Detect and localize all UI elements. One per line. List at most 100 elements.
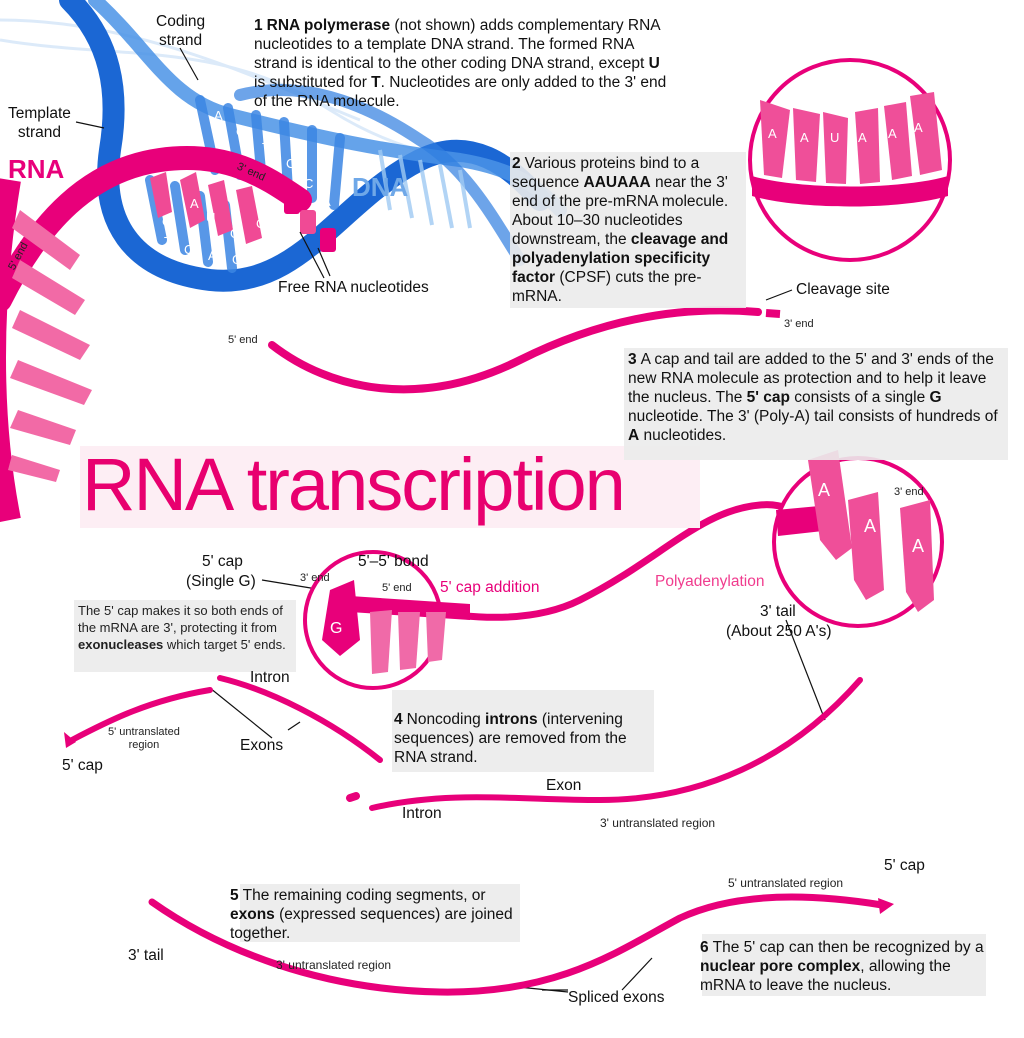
intron-top-label: Intron — [250, 669, 290, 686]
tail-letter: A — [864, 516, 877, 536]
single-g-label: (Single G) — [186, 573, 256, 590]
step-2-box — [510, 152, 746, 308]
step-text-run: consists of a single — [789, 389, 930, 406]
zoom-letter: A — [768, 126, 777, 141]
cap-addition-label: 5' cap addition — [440, 579, 540, 596]
free-nucleotides-label: Free RNA nucleotides — [278, 279, 429, 296]
step-4-box — [392, 690, 654, 772]
polyadenylation-label: Polyadenylation — [655, 573, 765, 590]
dna-letter: A — [208, 248, 217, 263]
dna-letter: A — [190, 196, 199, 211]
about-250-label: (About 250 A's) — [726, 623, 832, 640]
step-bold-term: exons — [230, 906, 275, 923]
coding-strand-label: Coding strand — [156, 13, 206, 49]
utr-3-bottom-label: 3' untranslated region — [276, 958, 392, 972]
dna-letter: G — [232, 252, 243, 267]
step-text-run: near the 3' end of the pre-mRNA molecule… — [512, 174, 729, 248]
dna-letter: C — [304, 176, 314, 191]
five-end-cap-label: 5' end — [382, 582, 412, 594]
step-bold-term: AAUAAA — [583, 174, 651, 191]
coding-strand-shape — [59, 0, 551, 292]
three-end-tail-label: 3' end — [894, 486, 924, 498]
intron-strands — [64, 675, 863, 811]
zoom-letter: A — [858, 130, 867, 145]
dna-letter: G — [230, 226, 241, 241]
step-bold-term: introns — [485, 711, 538, 728]
three-end-cap-label: 3' end — [300, 572, 330, 584]
step-text-run: The remaining coding segments, or — [242, 887, 486, 904]
step-6-box — [702, 934, 986, 996]
exons-label: Exons — [240, 737, 284, 754]
zoom-letter: U — [830, 130, 840, 145]
dna-letter: G — [162, 214, 173, 229]
utr-3-mid-label: 3' untranslated region — [600, 816, 716, 830]
step-bold-term: RNA polymerase — [266, 17, 391, 34]
step-bold-term: cleavage and polyadenylation specificity… — [512, 231, 729, 286]
step-text-run: . Nucleotides are only added to the 3' e… — [254, 74, 667, 110]
step-text-run: The 5' cap can then be recognized by a — [712, 939, 984, 956]
zoom-letter: A — [914, 120, 923, 135]
step-bold-term: 5' cap — [746, 389, 790, 406]
five-end-strand-label: 5' end — [228, 334, 258, 346]
step-text-run: Noncoding — [406, 711, 486, 728]
step-bold-term: nuclear pore complex — [700, 958, 861, 975]
intron-bottom-label: Intron — [402, 805, 442, 822]
step-bold-term: U — [648, 55, 660, 72]
pre-mrna-strand — [268, 306, 781, 394]
three-tail-bottom-label: 3' tail — [128, 947, 164, 964]
step-3-box — [624, 348, 1008, 460]
step-bold-term: T — [371, 74, 381, 91]
spliced-mrna-strand — [148, 893, 894, 996]
dna-letter: G — [236, 124, 247, 139]
dna-letter: T — [164, 234, 172, 249]
five-cap-bottom-label: 5' cap — [884, 857, 925, 874]
rna-strand-left — [0, 146, 336, 522]
zoom-circle-tail — [772, 450, 944, 628]
dna-letter: A — [322, 194, 331, 209]
zoom-circle-aauaaa — [748, 58, 952, 262]
step-text-run: A cap and tail are added to the 5' and 3… — [628, 351, 994, 406]
exon-right-label: Exon — [546, 777, 582, 794]
cap-g-letter: G — [330, 620, 343, 637]
dna-letter: C — [256, 216, 266, 231]
cleavage-site-label: Cleavage site — [796, 281, 890, 298]
step-number: 4 — [394, 711, 403, 728]
step-number: 3 — [628, 351, 637, 368]
dna-letter: C — [286, 156, 296, 171]
dna-double-helix — [59, 0, 567, 292]
five-cap-label: 5' cap — [202, 553, 243, 570]
dna-letter: C — [184, 242, 194, 257]
zoom-letter: A — [800, 130, 809, 145]
step-text-run: , allowing the mRNA to leave the nucleus… — [700, 958, 951, 994]
cap-note-box — [74, 600, 296, 672]
zoom-circle-cap — [303, 550, 470, 690]
rna-label: RNA — [8, 154, 65, 184]
cap-note-text: The 5' cap makes it so both ends of the … — [78, 603, 286, 652]
step-number: 6 — [700, 939, 709, 956]
spliced-exons-label: Spliced exons — [568, 989, 665, 1006]
step-text-run: (CPSF) cuts the pre-mRNA. — [512, 269, 702, 305]
dna-letter: U — [206, 210, 216, 225]
utr-5-label: 5' untranslated region — [108, 726, 180, 751]
dna-label: DNA — [352, 172, 409, 202]
step-bold-term: A — [628, 427, 640, 444]
step-text-run: (intervening sequences) are removed from… — [394, 711, 627, 766]
step-number: 1 — [254, 17, 263, 34]
dna-letter: A — [214, 108, 223, 123]
title-background — [80, 446, 700, 528]
bond-label: 5'–5' bond — [358, 553, 429, 570]
dna-letter: T — [262, 140, 270, 155]
tail-letter: A — [912, 536, 925, 556]
step-text-run: Various proteins bind to a sequence — [512, 155, 700, 191]
three-tail-label: 3' tail — [760, 603, 796, 620]
step-text-run: (not shown) adds complementary RNA nucle… — [254, 17, 660, 72]
template-strand-label: Template strand — [8, 105, 71, 141]
step-text-run: nucleotides. — [639, 427, 727, 444]
step-text-run: (expressed sequences) are joined togethe… — [230, 906, 513, 942]
step-text-run: nucleotide. The 3' (Poly-A) tail consist… — [628, 408, 998, 425]
zoom-letter: A — [888, 126, 897, 141]
